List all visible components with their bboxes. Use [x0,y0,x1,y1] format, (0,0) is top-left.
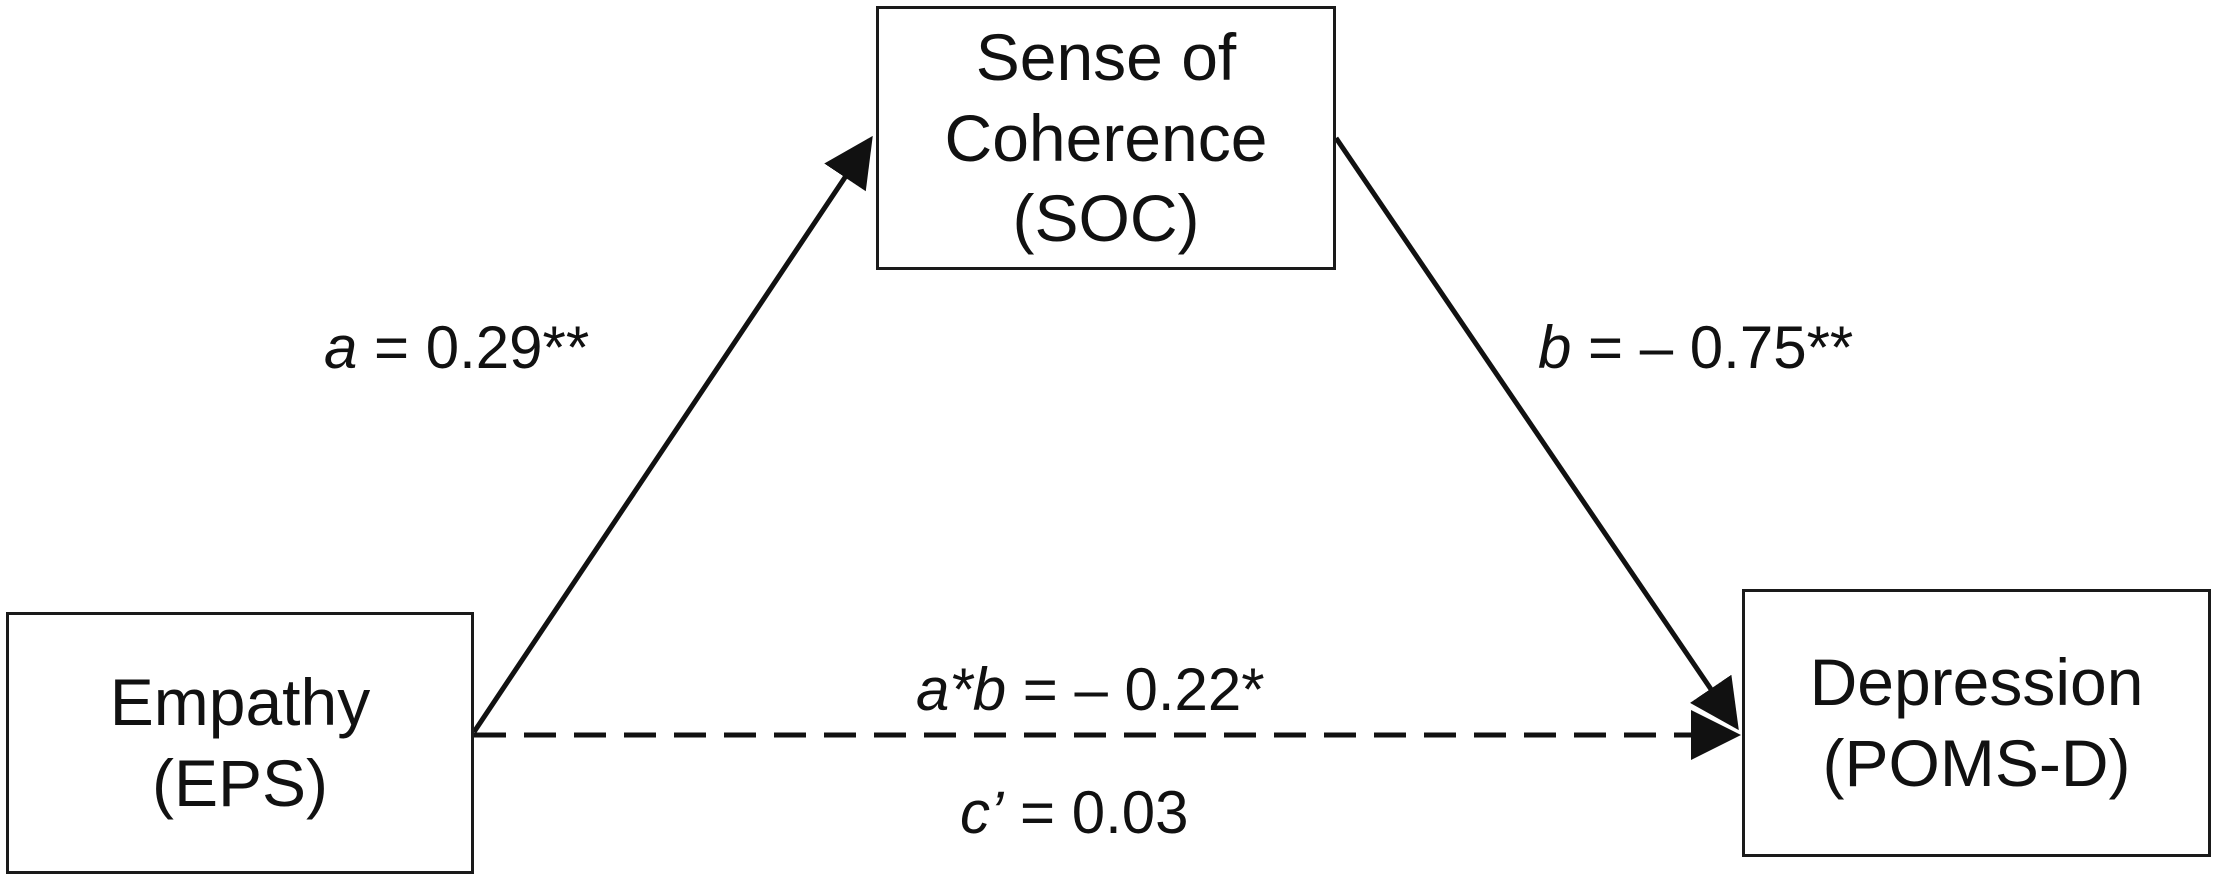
path-b-symbol: b [1538,314,1572,381]
indirect-effect-value: = – 0.22* [1006,656,1265,723]
direct-effect-coefficient: c’ = 0.03 [960,783,1189,843]
node-soc-line-2: Coherence [944,100,1268,175]
indirect-effect-symbol: a*b [916,656,1007,723]
arrow-b-soc-to-poms [1333,136,1739,731]
path-a-value: = 0.29** [357,314,590,381]
path-a-coefficient: a = 0.29** [324,318,589,378]
node-eps-line-1: Empathy [109,665,371,740]
direct-effect-symbol: c’ [960,779,1004,846]
node-poms-line-2: (POMS-D) [1822,726,2131,800]
node-poms-line-1: Depression [1809,645,2144,720]
path-b-value: = – 0.75** [1571,314,1854,381]
node-eps-line-2: (EPS) [151,746,329,820]
indirect-effect-coefficient: a*b = – 0.22* [916,660,1265,720]
node-sense-of-coherence: Sense of Coherence (SOC) [876,6,1336,270]
node-soc-line-3: (SOC) [1012,181,1200,256]
path-a-symbol: a [324,314,358,381]
path-b-coefficient: b = – 0.75** [1538,318,1853,378]
node-soc-line-1: Sense of [975,20,1237,95]
node-depression: Depression (POMS-D) [1742,589,2211,857]
direct-effect-value: = 0.03 [1003,779,1189,846]
arrow-a-eps-to-soc [471,135,873,734]
node-empathy: Empathy (EPS) [6,612,474,874]
